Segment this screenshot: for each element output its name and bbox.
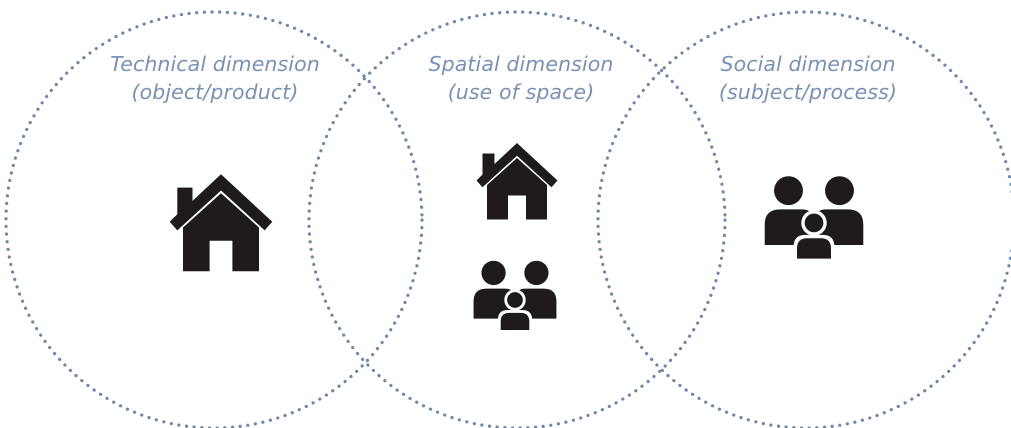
circle-social — [596, 10, 1011, 428]
label-spatial-title: Spatial dimension — [428, 52, 614, 76]
label-social: Social dimension (subject/process) — [658, 50, 958, 106]
label-technical: Technical dimension (object/product) — [65, 50, 365, 106]
label-technical-subtitle: (object/product) — [131, 80, 299, 104]
label-social-title: Social dimension — [720, 52, 896, 76]
label-technical-title: Technical dimension — [110, 52, 320, 76]
family-icon — [472, 260, 558, 330]
house-icon — [164, 164, 278, 272]
label-social-subtitle: (subject/process) — [718, 80, 898, 104]
label-spatial: Spatial dimension (use of space) — [371, 50, 671, 106]
label-spatial-subtitle: (use of space) — [447, 80, 595, 104]
family-icon — [763, 175, 865, 259]
circle-technical — [4, 10, 424, 428]
house-icon — [472, 135, 562, 220]
circle-spatial — [307, 10, 727, 428]
